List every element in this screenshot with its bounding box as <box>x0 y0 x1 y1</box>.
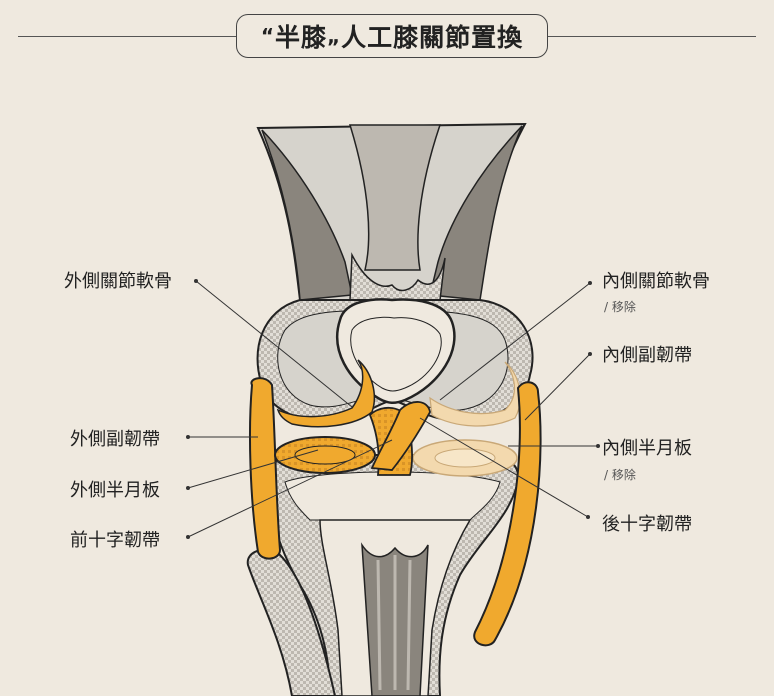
label-lateral-cartilage: 外側關節軟骨 <box>64 271 172 292</box>
label-lateral-collateral: 外側副韌帶 <box>70 429 160 450</box>
lateral-collateral-ligament <box>249 377 282 560</box>
quadriceps-tendon-center <box>348 124 442 271</box>
label-lateral-meniscus: 外側半月板 <box>70 480 160 501</box>
title-text: 人工膝關節置換 <box>341 23 524 52</box>
posterior-cruciate-ligament <box>370 401 431 471</box>
title-open-quote: “ <box>260 24 275 48</box>
label-pcl: 後十字韌帶 <box>602 514 692 535</box>
medial-collateral-ligament <box>473 381 542 647</box>
label-medial-meniscus: 內側半月板 <box>602 438 692 459</box>
page-title: “ 半膝 „ 人工膝關節置換 <box>236 14 548 58</box>
medial-cartilage <box>429 361 521 427</box>
label-medial-meniscus-note: / 移除 <box>604 468 636 482</box>
quadriceps-tendon-left <box>261 129 353 301</box>
title-rule-left <box>18 36 236 37</box>
femur-tendon-fan <box>349 252 446 301</box>
lateral-cartilage <box>276 359 376 428</box>
label-medial-collateral: 內側副韌帶 <box>602 345 692 366</box>
tibia-plateau <box>284 471 501 521</box>
quadriceps-tendon-right <box>429 125 523 301</box>
title-highlight: 半膝 <box>274 23 327 52</box>
title-rule-right <box>548 36 756 37</box>
label-acl: 前十字韌帶 <box>70 530 160 551</box>
label-medial-cartilage: 內側關節軟骨 <box>602 271 710 292</box>
leader-lines <box>187 280 598 538</box>
label-medial-cartilage-note: / 移除 <box>604 300 636 314</box>
patella-inner <box>350 316 442 392</box>
title-close-quote: „ <box>327 24 342 48</box>
